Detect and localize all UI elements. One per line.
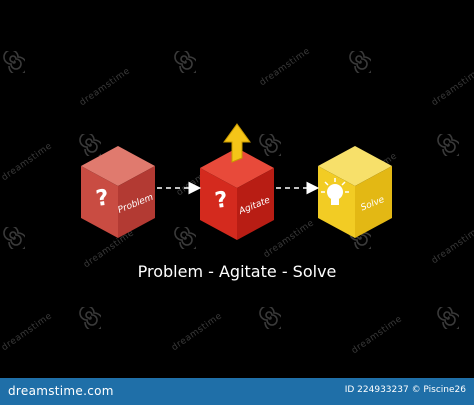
watermark-swirl-icon <box>174 51 196 73</box>
cube-right-face <box>237 168 274 240</box>
watermark-swirl-icon <box>79 134 101 156</box>
cube-solve: Solve <box>318 146 392 238</box>
watermark-swirl-icon <box>437 307 459 329</box>
watermark-swirl-icon <box>174 227 196 249</box>
watermark-swirl-icon <box>79 307 101 329</box>
footer-image-id: ID 224933237 © Piscine26 <box>344 385 466 395</box>
watermark-swirl-icon <box>259 307 281 329</box>
cube-problem: ?Problem <box>81 146 155 238</box>
watermark-swirl-icon <box>3 227 25 249</box>
watermark-swirl-icon <box>437 134 459 156</box>
question-mark-icon: ? <box>94 185 110 212</box>
cube-agitate: ?Agitate <box>200 148 274 240</box>
stock-footer-bar: dreamstime.com ID 224933237 © Piscine26 <box>0 378 474 405</box>
up-arrow-icon <box>223 123 251 163</box>
cube-left-face <box>81 166 118 238</box>
cube-left-face <box>200 168 237 240</box>
watermark-swirl-icon <box>3 51 25 73</box>
question-mark-icon: ? <box>213 187 229 214</box>
footer-brand: dreamstime.com <box>8 384 114 398</box>
lightbulb-icon <box>321 178 349 205</box>
diagram-caption: Problem - Agitate - Solve <box>137 262 337 281</box>
watermark-swirl-icon <box>259 134 281 156</box>
cube-right-face <box>118 166 155 238</box>
watermark-swirl-icon <box>349 51 371 73</box>
cube-right-face <box>355 166 392 238</box>
